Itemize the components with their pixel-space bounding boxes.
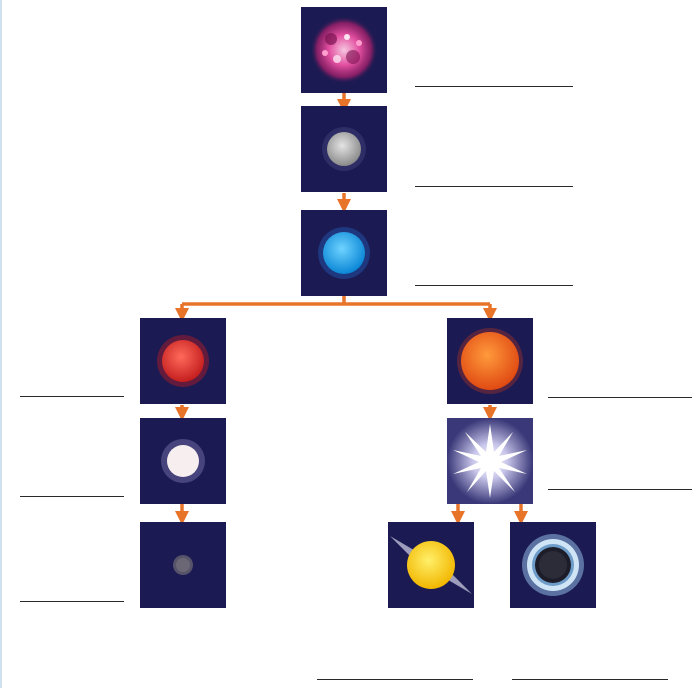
white-dwarf-icon: [140, 418, 226, 504]
red-supergiant-stage: [447, 318, 533, 404]
answer-line-black-dwarf[interactable]: [20, 601, 124, 602]
main-sequence-star-icon: [301, 210, 387, 296]
supernova-icon: [447, 418, 533, 504]
black-hole-stage: [510, 522, 596, 608]
black-hole-icon: [510, 522, 596, 608]
answer-line-red-supergiant[interactable]: [548, 397, 692, 398]
red-giant-icon: [140, 318, 226, 404]
protostar-stage: [301, 106, 387, 192]
nebula-stage: [301, 7, 387, 93]
answer-line-red-giant[interactable]: [20, 396, 124, 397]
answer-line-nebula[interactable]: [415, 86, 573, 87]
answer-line-main-sequence-star[interactable]: [415, 285, 573, 286]
protostar-icon: [301, 106, 387, 192]
black-dwarf-stage: [140, 522, 226, 608]
answer-line-black-hole[interactable]: [512, 679, 668, 680]
red-supergiant-icon: [447, 318, 533, 404]
answer-line-protostar[interactable]: [415, 186, 573, 187]
white-dwarf-stage: [140, 418, 226, 504]
answer-line-supernova[interactable]: [548, 489, 692, 490]
neutron-star-stage: [388, 522, 474, 608]
black-dwarf-icon: [140, 522, 226, 608]
neutron-star-icon: [388, 522, 474, 608]
nebula-icon: [301, 7, 387, 93]
supernova-stage: [447, 418, 533, 504]
red-giant-stage: [140, 318, 226, 404]
main-sequence-star-stage: [301, 210, 387, 296]
answer-line-white-dwarf[interactable]: [20, 496, 124, 497]
answer-line-neutron-star[interactable]: [317, 679, 473, 680]
